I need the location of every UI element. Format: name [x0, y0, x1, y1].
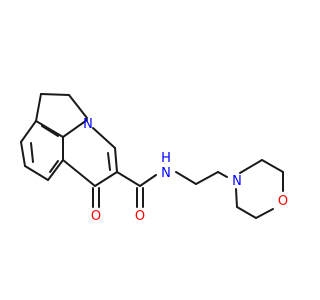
atom-o-amide: O — [135, 209, 145, 224]
bond-benz-1 — [20, 120, 37, 143]
bond-ch2-ch2 — [40, 93, 70, 96]
bond-morph-1 — [239, 159, 263, 174]
bond-morph-6 — [235, 188, 238, 208]
bond-ch-c-double — [107, 152, 111, 171]
atom-labels: N O O N H N O — [83, 117, 288, 224]
bond-ch-c — [114, 147, 118, 173]
bond-ch2-n — [68, 94, 88, 119]
bond-co-aryl — [62, 159, 96, 187]
bond-benz-inner-3 — [41, 125, 59, 137]
bond-ch2-aryl — [35, 93, 42, 122]
atom-o-morpholine: O — [278, 194, 288, 209]
bond-benz-3 — [24, 165, 49, 181]
atom-h-amide: H — [161, 151, 171, 166]
bond-c-amidec — [116, 171, 141, 187]
bond-n-ch — [92, 127, 116, 149]
molecule-canvas: N O O N H N O — [20, 93, 289, 224]
bond-c-co — [94, 171, 118, 187]
bond-benz-inner-1 — [30, 142, 34, 163]
bond-amidec-n — [139, 174, 157, 187]
structure-diagram: N O O N H N O — [20, 93, 288, 224]
bond-n-ch2a — [175, 171, 197, 185]
bond-benz-2 — [20, 141, 26, 167]
bond-morph-2 — [261, 159, 284, 173]
bond-morph-4 — [255, 208, 274, 219]
bonds — [20, 93, 284, 219]
atom-n-morpholine: N — [232, 174, 242, 189]
bond-ch2a-ch2b — [195, 171, 219, 185]
atom-n-ring: N — [83, 117, 93, 132]
bond-ch2b-nmorph — [217, 171, 228, 178]
bond-benz-inner-2 — [49, 160, 59, 173]
atom-n-amide: N — [161, 166, 171, 181]
bond-benz-4 — [47, 159, 64, 181]
atom-o-ketone: O — [91, 209, 101, 224]
bond-morph-5 — [236, 206, 257, 219]
bond-aryl-aryl-fused — [35, 120, 64, 138]
bond-aryl-n — [62, 119, 88, 138]
